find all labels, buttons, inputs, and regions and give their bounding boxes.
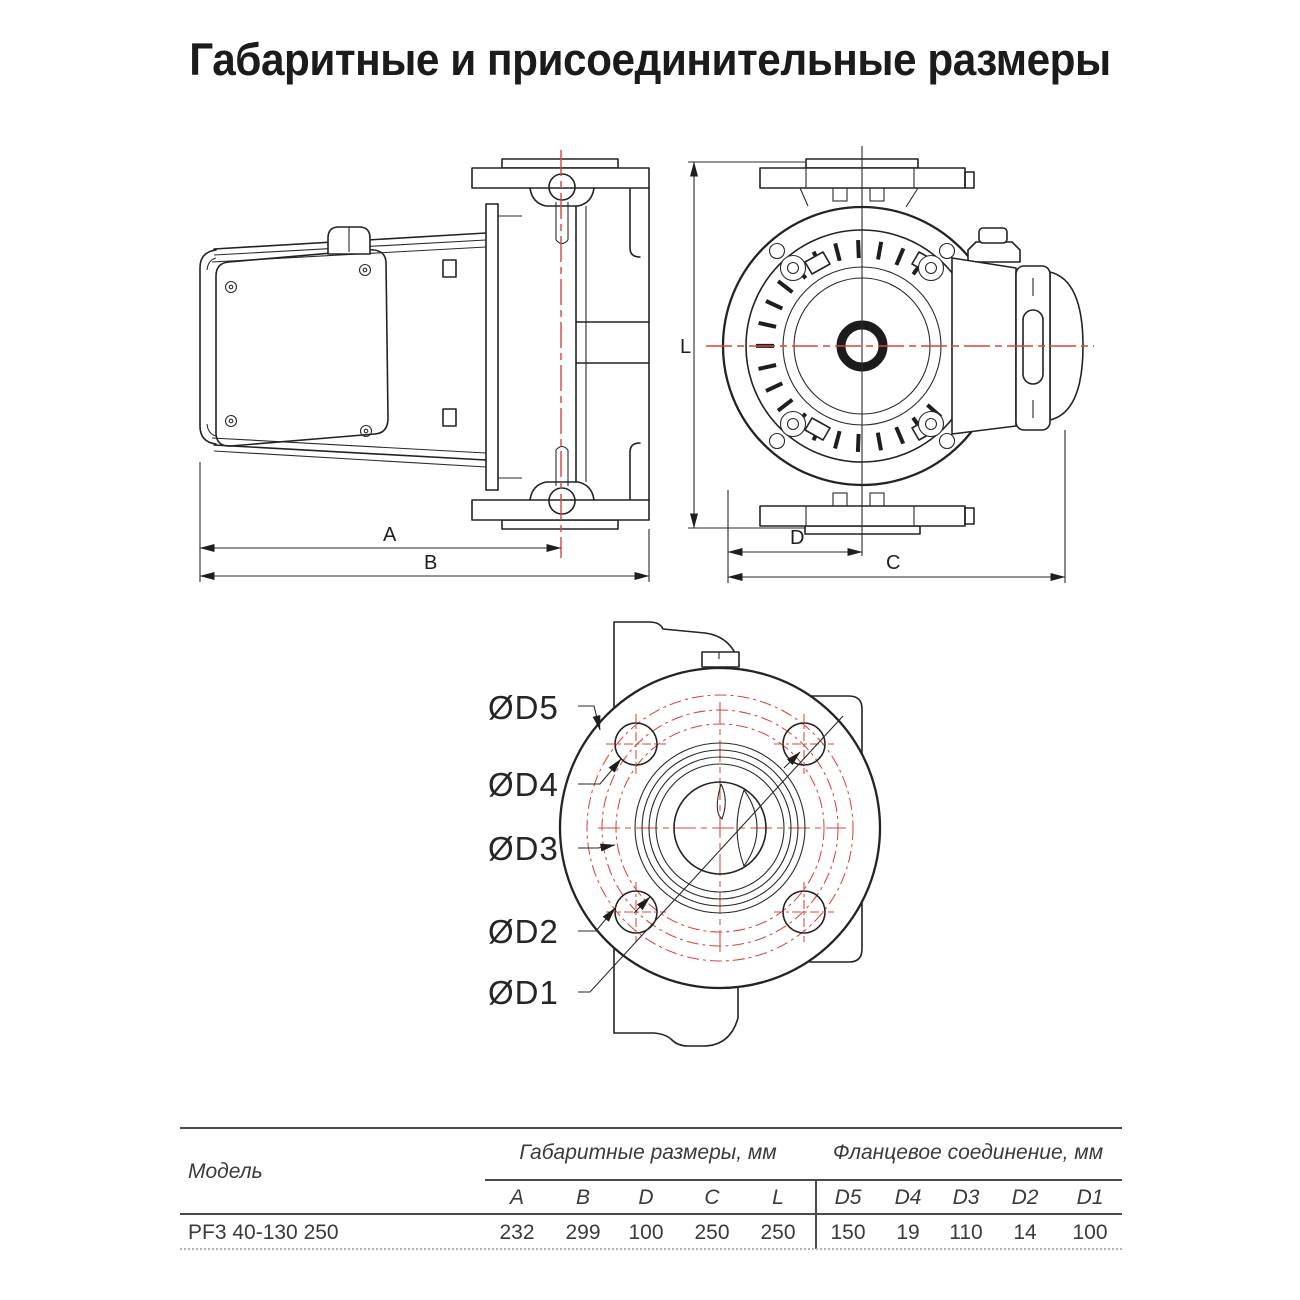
page-title: Габаритные и присоединительные размеры: [189, 34, 1111, 85]
table-bottom-rule: [180, 1248, 1122, 1250]
cell-d5: 150: [830, 1221, 866, 1244]
col-header-model: Модель: [188, 1160, 263, 1183]
cell-d3: 110: [949, 1221, 983, 1244]
group-header-dimensions: Габаритные размеры, мм: [519, 1141, 777, 1164]
side-view: A B: [199, 150, 650, 582]
col-header-c: C: [704, 1186, 720, 1209]
cell-d2: 14: [1013, 1221, 1037, 1244]
cell-b: 299: [565, 1221, 601, 1244]
group-header-flange: Фланцевое соединение, мм: [832, 1141, 1104, 1164]
col-header-a: A: [509, 1186, 525, 1209]
flange-view: ØD5 ØD4 ØD3 ØD2 ØD1: [488, 621, 882, 1047]
col-header-d2: D2: [1011, 1186, 1039, 1209]
dim-label-d: D: [790, 527, 804, 549]
flange-label-d1: ØD1: [488, 974, 559, 1011]
col-header-l: L: [772, 1186, 784, 1209]
table-top-rule: [180, 1127, 1122, 1129]
cell-d: 100: [628, 1221, 664, 1244]
cell-c: 250: [694, 1221, 730, 1244]
cell-a: 232: [499, 1221, 535, 1244]
dimensions-table: Модель Габаритные размеры, мм Фланцевое …: [180, 1120, 1122, 1280]
model-cell: PF3 40-130 250: [188, 1221, 339, 1244]
flange-label-d4: ØD4: [488, 766, 559, 803]
cell-d4: 19: [896, 1221, 920, 1244]
group-rule: [485, 1179, 1122, 1181]
dim-label-b: B: [424, 552, 437, 574]
dim-label-c: C: [886, 552, 900, 574]
flange-label-d2: ØD2: [488, 913, 559, 950]
col-header-d1: D1: [1076, 1186, 1104, 1209]
dim-label-a: A: [383, 524, 397, 546]
flange-label-d3: ØD3: [488, 830, 559, 867]
col-header-b: B: [575, 1186, 591, 1209]
table-mid-rule: [180, 1213, 1122, 1215]
col-header-d4: D4: [894, 1186, 922, 1209]
col-header-d5: D5: [834, 1186, 862, 1209]
col-header-d3: D3: [952, 1186, 980, 1209]
front-view: L D C: [680, 146, 1094, 583]
flange-label-d5: ØD5: [488, 689, 559, 726]
col-header-d: D: [638, 1186, 654, 1209]
dim-label-l: L: [680, 336, 691, 358]
cell-l: 250: [760, 1221, 796, 1244]
cell-d1: 100: [1072, 1221, 1108, 1244]
table-vertical-divider: [815, 1179, 817, 1249]
